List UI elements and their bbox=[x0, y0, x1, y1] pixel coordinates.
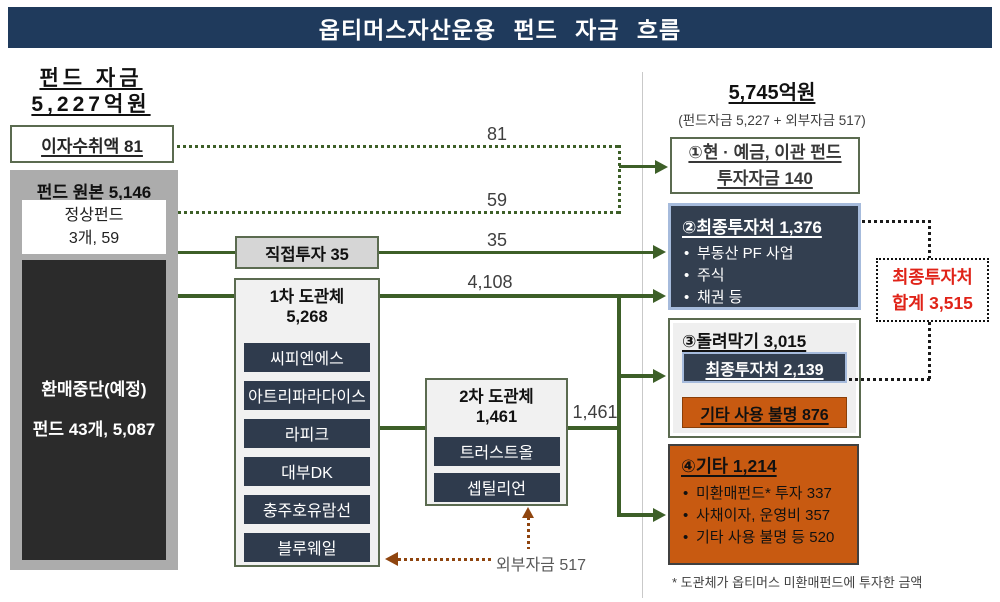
flow-line-to-box4 bbox=[619, 513, 654, 517]
conduit1-item: 블루웨일 bbox=[244, 532, 370, 562]
cash-deposit-line1: ①현 · 예금, 이관 펀드 bbox=[688, 143, 842, 162]
normal-fund-line1: 정상펀드 bbox=[64, 206, 124, 224]
right-heading-amount: 5,745억원 bbox=[728, 82, 816, 104]
conduit1-item: 씨피엔에스 bbox=[244, 342, 370, 372]
second-conduit-box: 2차 도관체 1,461 트러스트올 셉틸리언 bbox=[425, 378, 568, 506]
other-use-item: 기타 사용 불명 등 520 bbox=[681, 527, 846, 549]
final-investment-total-box: 최종투자처 합계 3,515 bbox=[876, 258, 989, 322]
ponzi-title: ③돌려막기 3,015 bbox=[682, 332, 807, 351]
arrow-right-icon bbox=[653, 369, 666, 383]
left-heading-line1: 펀드 자금 bbox=[39, 67, 143, 90]
conduit1-item: 충주호유람선 bbox=[244, 494, 370, 524]
flow-line-c1-to-c2 bbox=[380, 426, 425, 430]
final-investment-items: 부동산 PF 사업 주식 채권 등 bbox=[682, 243, 847, 310]
first-conduit-title: 1차 도관체 5,268 bbox=[269, 288, 345, 326]
footnote: * 도관체가 옵티머스 미환매펀드에 투자한 금액 bbox=[672, 575, 923, 590]
second-conduit-items: 트러스트올 셉틸리언 bbox=[427, 436, 566, 502]
other-use-title: ④기타 1,214 bbox=[681, 456, 777, 476]
ponzi-final-investment-box: 최종투자처 2,139 bbox=[682, 352, 847, 383]
final-investment-item: 채권 등 bbox=[682, 287, 847, 309]
conduit2-item: 트러스트올 bbox=[433, 436, 560, 466]
flow-label-direct: 35 bbox=[486, 230, 508, 250]
flow-line-direct-right bbox=[379, 251, 654, 254]
interest-received-label: 이자수취액 81 bbox=[41, 136, 143, 156]
cash-deposit-line2: 투자자금 140 bbox=[717, 168, 813, 188]
flow-label-interest: 81 bbox=[486, 124, 508, 144]
ponzi-unknown-use-box: 기타 사용 불명 876 bbox=[682, 397, 847, 428]
final-investment-item: 부동산 PF 사업 bbox=[682, 243, 847, 265]
arrow-left-icon bbox=[385, 552, 398, 566]
other-use-box: ④기타 1,214 미환매펀드* 투자 337 사채이자, 운영비 357 기타… bbox=[668, 444, 859, 565]
column-divider-line bbox=[642, 72, 643, 598]
other-use-item: 미환매펀드* 투자 337 bbox=[681, 483, 846, 505]
second-conduit-title: 2차 도관체 1,461 bbox=[459, 388, 534, 426]
final-investment-box: ②최종투자처 1,376 부동산 PF 사업 주식 채권 등 bbox=[668, 203, 861, 310]
fund-principal-label: 펀드 원본 5,146 bbox=[36, 183, 152, 202]
final-investment-item: 주식 bbox=[682, 265, 847, 287]
other-use-item: 사채이자, 운영비 357 bbox=[681, 505, 846, 527]
total-connector-top-horizontal bbox=[862, 220, 930, 223]
right-total-heading: 5,745억원 (펀드자금 5,227 + 외부자금 517) bbox=[662, 76, 882, 129]
arrow-right-icon bbox=[653, 289, 666, 303]
final-investment-title: ②최종투자처 1,376 bbox=[682, 218, 822, 237]
total-line2: 합계 3,515 bbox=[892, 293, 973, 313]
ponzi-unknown-use-label: 기타 사용 불명 876 bbox=[700, 406, 829, 424]
flow-line-to-box3 bbox=[619, 374, 654, 378]
flow-line-interest bbox=[177, 145, 620, 148]
suspended-fund-line2: 펀드 43개, 5,087 bbox=[32, 420, 156, 439]
total-line1: 최종투자처 bbox=[892, 266, 973, 287]
left-heading-line2: 5,227억원 bbox=[31, 93, 151, 117]
other-use-items: 미환매펀드* 투자 337 사채이자, 운영비 357 기타 사용 불명 등 5… bbox=[681, 483, 846, 550]
flow-line-c2-out bbox=[568, 426, 619, 430]
conduit2-item: 셉틸리언 bbox=[433, 472, 560, 502]
total-connector-bottom-horizontal bbox=[849, 378, 930, 381]
cash-deposit-box: ①현 · 예금, 이관 펀드 투자자금 140 bbox=[670, 137, 860, 194]
arrow-up-icon bbox=[522, 507, 534, 518]
arrow-right-icon bbox=[655, 160, 668, 174]
first-conduit-box: 1차 도관체 5,268 씨피엔에스 아트리파라다이스 라피크 대부DK 충주호… bbox=[234, 278, 380, 567]
total-connector-top-vertical bbox=[928, 220, 931, 258]
suspended-fund-line1: 환매중단(예정) bbox=[41, 380, 147, 400]
interest-received-box: 이자수취액 81 bbox=[10, 125, 174, 163]
external-fund-line-vertical bbox=[527, 517, 530, 549]
conduit1-item: 라피크 bbox=[244, 418, 370, 448]
flow-line-direct-left bbox=[178, 251, 235, 254]
conduit1-item: 대부DK bbox=[244, 456, 370, 486]
arrow-right-icon bbox=[653, 245, 666, 259]
flow-label-conduit1-out: 4,108 bbox=[467, 272, 513, 292]
flow-line-to-box1 bbox=[619, 165, 656, 168]
flow-label-conduit2-out: 1,461 bbox=[572, 402, 618, 422]
flow-label-normal: 59 bbox=[486, 190, 508, 210]
flow-line-conduit1-right bbox=[380, 294, 654, 298]
suspended-fund-box: 환매중단(예정) 펀드 43개, 5,087 bbox=[22, 260, 166, 560]
arrow-right-icon bbox=[653, 508, 666, 522]
left-total-heading: 펀드 자금 5,227억원 bbox=[8, 66, 174, 119]
external-fund-label: 외부자금 517 bbox=[496, 557, 587, 574]
direct-investment-label: 직접투자 35 bbox=[265, 245, 349, 264]
conduit1-item: 아트리파라다이스 bbox=[244, 380, 370, 410]
first-conduit-items: 씨피엔에스 아트리파라다이스 라피크 대부DK 충주호유람선 블루웨일 bbox=[236, 342, 378, 562]
direct-investment-box: 직접투자 35 bbox=[235, 236, 379, 269]
normal-fund-box: 정상펀드 3개, 59 bbox=[22, 200, 166, 254]
flow-trunk-vertical bbox=[617, 294, 621, 517]
flow-line-conduit1-left bbox=[178, 294, 234, 298]
total-connector-bottom-vertical bbox=[928, 322, 931, 381]
diagram-title-bar: 옵티머스자산운용 펀드 자금 흐름 bbox=[8, 7, 992, 48]
flow-line-normal-fund bbox=[178, 211, 620, 214]
external-fund-line-horizontal bbox=[398, 558, 492, 561]
diagram-title: 옵티머스자산운용 펀드 자금 흐름 bbox=[318, 16, 682, 43]
ponzi-final-investment-label: 최종투자처 2,139 bbox=[705, 361, 824, 379]
right-heading-formula: (펀드자금 5,227 + 외부자금 517) bbox=[678, 113, 866, 128]
normal-fund-line2: 3개, 59 bbox=[68, 230, 120, 247]
flow-line-join-vertical bbox=[618, 145, 621, 214]
